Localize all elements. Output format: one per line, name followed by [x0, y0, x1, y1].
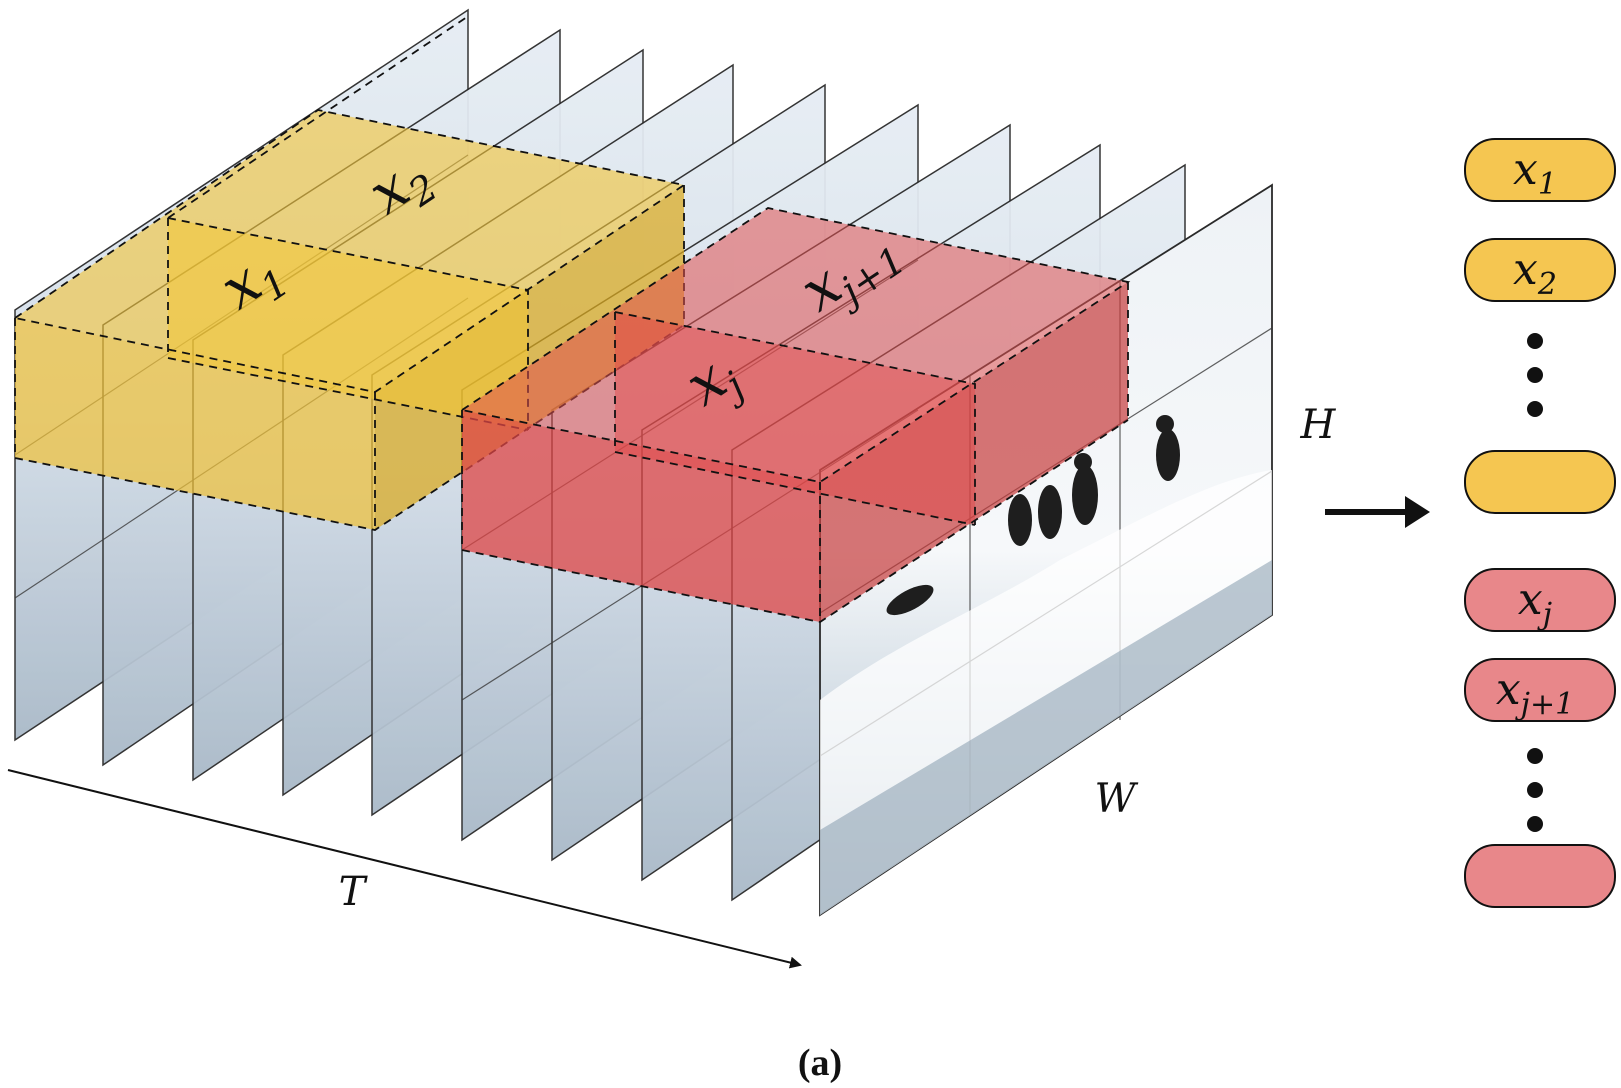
time-axis — [7, 769, 802, 969]
width-axis-label: W — [1094, 776, 1138, 822]
yellow-token — [1464, 238, 1616, 302]
ellipsis-dot — [1527, 748, 1543, 764]
token-label: x1 — [1513, 144, 1557, 202]
token-sequence: x1 x2 xj xj+1 — [1464, 138, 1616, 908]
yellow-token — [1464, 138, 1616, 202]
ellipsis-dot — [1527, 401, 1543, 417]
front-frame-scene — [820, 415, 1272, 915]
red-token — [1464, 844, 1616, 908]
red-token — [1464, 658, 1616, 722]
yellow-tubelet-box — [12, 14, 687, 531]
flatten-arrow — [1325, 496, 1430, 528]
red-token — [1464, 568, 1616, 632]
token-label: xj — [1518, 574, 1552, 632]
time-axis-label: T — [339, 869, 369, 915]
token-label: x2 — [1513, 244, 1557, 302]
height-axis-label: H — [1300, 402, 1337, 448]
figure-caption: (a) — [798, 1042, 842, 1084]
red-tubelet-box — [459, 207, 1131, 623]
yellow-token — [1464, 450, 1616, 514]
ellipsis-dot — [1527, 367, 1543, 383]
ellipsis-dot — [1527, 333, 1543, 349]
token-label: xj+1 — [1496, 664, 1574, 722]
ellipsis-dot — [1527, 782, 1543, 798]
ellipsis-dot — [1527, 816, 1543, 832]
